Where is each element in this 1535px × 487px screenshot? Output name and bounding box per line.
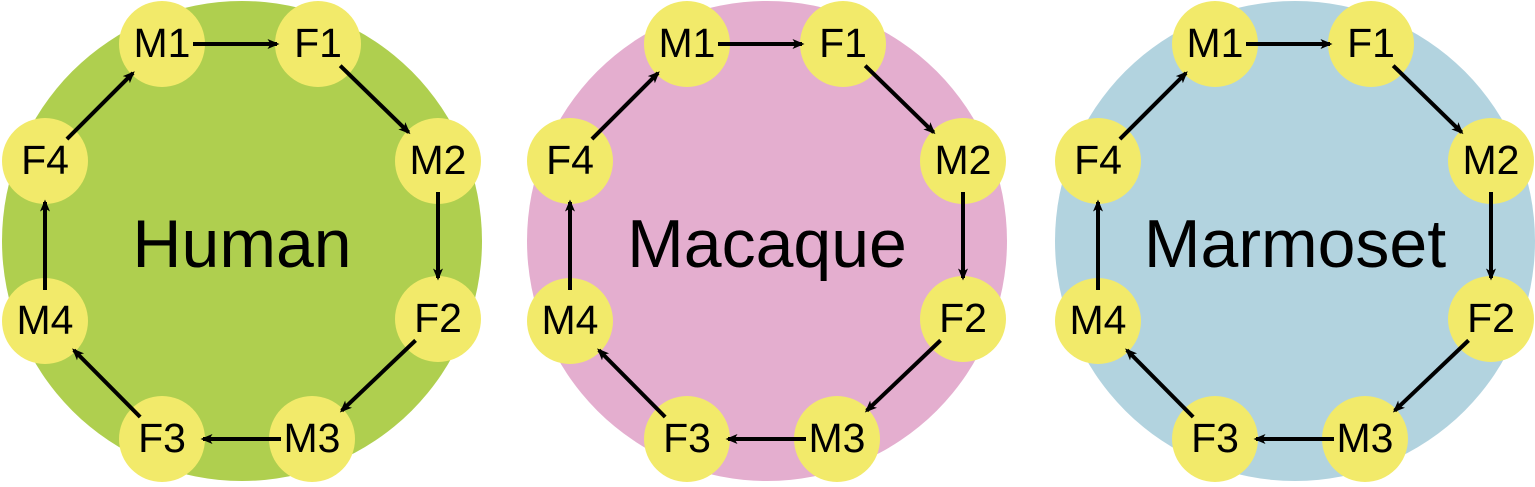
arrow-f4-to-m1 — [1118, 71, 1188, 141]
node-circle-m4 — [2, 278, 88, 364]
node-label: M2 — [935, 137, 992, 183]
node-label: M4 — [1070, 297, 1127, 343]
arrow-f4-to-m1 — [65, 71, 135, 141]
arrow-f3-to-m4 — [1125, 348, 1195, 419]
arrow-f3-to-m4 — [597, 348, 667, 419]
node-circle-m2 — [395, 118, 481, 204]
node-circle-m3 — [794, 396, 880, 482]
node-circle-f3 — [644, 396, 730, 482]
node-circle-f2 — [395, 276, 481, 362]
node-circle-f4 — [1055, 118, 1141, 204]
species-label: Human — [132, 206, 351, 282]
arrow-f1-to-m2 — [1391, 64, 1464, 135]
node-circle-f2 — [1448, 276, 1534, 362]
node-circle-m1 — [1172, 1, 1258, 87]
node-label: F4 — [1074, 137, 1122, 183]
species-background-circle — [527, 1, 1007, 481]
arrow-f1-to-m2 — [863, 64, 936, 135]
node-label: F2 — [939, 295, 987, 341]
node-circle-m3 — [269, 396, 355, 482]
node-circle-f3 — [119, 396, 205, 482]
node-label: M4 — [17, 297, 74, 343]
node-label: M1 — [659, 20, 716, 66]
species-label: Macaque — [627, 206, 907, 282]
node-circle-f1 — [275, 1, 361, 87]
species-label: Marmoset — [1144, 206, 1446, 282]
node-circle-f1 — [800, 1, 886, 87]
node-circle-f4 — [2, 118, 88, 204]
node-circle-m4 — [527, 278, 613, 364]
node-circle-m1 — [644, 1, 730, 87]
species-background-circle — [1055, 1, 1535, 481]
node-label: M3 — [284, 415, 341, 461]
node-label: F2 — [414, 295, 462, 341]
node-label: F1 — [1347, 20, 1395, 66]
node-circle-m4 — [1055, 278, 1141, 364]
node-label: F2 — [1467, 295, 1515, 341]
node-label: F3 — [663, 415, 711, 461]
arrow-f1-to-m2 — [338, 64, 411, 135]
arrow-f2-to-m3 — [864, 338, 942, 413]
node-circle-m3 — [1322, 396, 1408, 482]
node-circle-f2 — [920, 276, 1006, 362]
node-label: M3 — [809, 415, 866, 461]
arrow-f3-to-m4 — [72, 348, 142, 419]
node-label: F3 — [138, 415, 186, 461]
node-label: M2 — [410, 137, 467, 183]
node-label: F1 — [819, 20, 867, 66]
node-label: F1 — [294, 20, 342, 66]
node-circle-f4 — [527, 118, 613, 204]
node-circle-m2 — [920, 118, 1006, 204]
node-circle-m1 — [119, 1, 205, 87]
node-label: F4 — [21, 137, 69, 183]
arrow-f2-to-m3 — [1392, 338, 1470, 413]
node-label: F4 — [546, 137, 594, 183]
node-label: M2 — [1463, 137, 1520, 183]
node-label: M1 — [134, 20, 191, 66]
node-circle-m2 — [1448, 118, 1534, 204]
node-label: M4 — [542, 297, 599, 343]
species-background-circle — [2, 1, 482, 481]
node-label: M1 — [1187, 20, 1244, 66]
arrow-f4-to-m1 — [590, 71, 660, 141]
arrow-f2-to-m3 — [339, 338, 417, 413]
node-label: F3 — [1191, 415, 1239, 461]
node-circle-f1 — [1328, 1, 1414, 87]
node-label: M3 — [1337, 415, 1394, 461]
node-circle-f3 — [1172, 396, 1258, 482]
